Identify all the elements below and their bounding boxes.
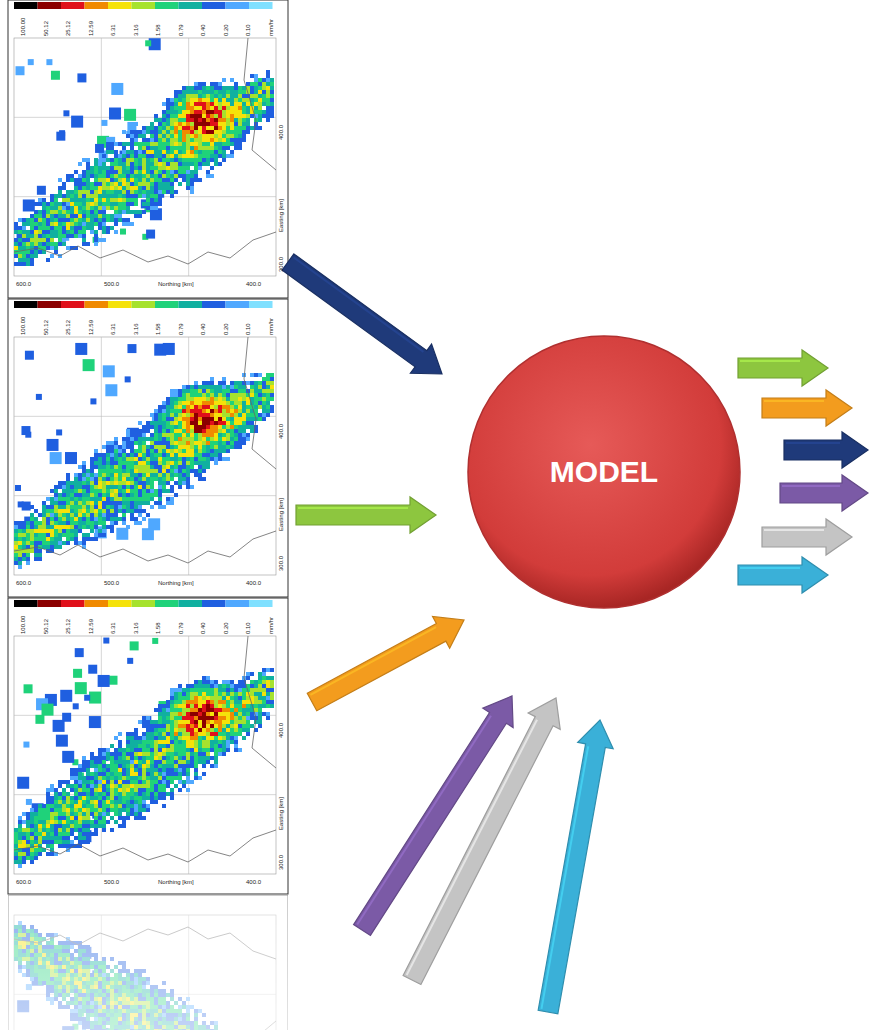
axis-label: 500.0 bbox=[104, 879, 119, 886]
axis-label: 400.0 bbox=[278, 723, 285, 738]
colorbar-value: 0.10 bbox=[245, 622, 252, 634]
colorbar-value: 1.58 bbox=[155, 24, 162, 36]
colorbar-value: 12.59 bbox=[88, 619, 95, 634]
node-label: MODEL bbox=[550, 455, 658, 489]
block-arrow bbox=[762, 519, 852, 555]
axis-label: 300.0 bbox=[278, 855, 285, 870]
colorbar-value: 25.12 bbox=[65, 21, 72, 36]
colorbar-value: 50.12 bbox=[43, 320, 50, 335]
axis-label: 400.0 bbox=[278, 125, 285, 140]
block-arrow bbox=[396, 690, 572, 988]
colorbar-value: 3.16 bbox=[133, 323, 140, 335]
axis-label: 500.0 bbox=[104, 580, 119, 587]
colorbar-value: 25.12 bbox=[65, 320, 72, 335]
axis-label: 400.0 bbox=[246, 580, 261, 587]
axis-label: Easting [km] bbox=[278, 797, 285, 830]
block-arrow bbox=[738, 350, 828, 386]
axis-label: 600.0 bbox=[16, 580, 31, 587]
colorbar-value: 0.10 bbox=[245, 24, 252, 36]
colorbar-value: 0.20 bbox=[223, 24, 230, 36]
radar-image bbox=[8, 299, 288, 597]
colorbar-value: 0.20 bbox=[223, 622, 230, 634]
block-arrow bbox=[780, 475, 868, 511]
colorbar-value: 100.00 bbox=[20, 317, 27, 335]
axis-label: 600.0 bbox=[16, 879, 31, 886]
axis-label: Easting [km] bbox=[278, 199, 285, 232]
colorbar-value: 1.58 bbox=[155, 323, 162, 335]
colorbar-value: 1.58 bbox=[155, 622, 162, 634]
colorbar-value: 3.16 bbox=[133, 24, 140, 36]
axis-label: 300.0 bbox=[278, 257, 285, 272]
axis-label: 400.0 bbox=[246, 879, 261, 886]
colorbar-value: 0.40 bbox=[200, 323, 207, 335]
axis-label: 300.0 bbox=[278, 556, 285, 571]
block-arrow bbox=[738, 557, 828, 593]
axis-label: 500.0 bbox=[104, 281, 119, 288]
colorbar-value: 100.00 bbox=[20, 616, 27, 634]
colorbar-value: 100.00 bbox=[20, 18, 27, 36]
block-arrow bbox=[296, 497, 436, 533]
colorbar-value: 12.59 bbox=[88, 21, 95, 36]
colorbar-value: 50.12 bbox=[43, 21, 50, 36]
colorbar-value: 0.40 bbox=[200, 622, 207, 634]
colorbar-value: 0.79 bbox=[178, 622, 185, 634]
colorbar-value: 0.40 bbox=[200, 24, 207, 36]
radar-image bbox=[8, 598, 288, 894]
colorbar-value: 0.79 bbox=[178, 24, 185, 36]
block-arrow bbox=[303, 604, 472, 718]
axis-label: Northing [km] bbox=[158, 879, 194, 886]
block-arrow bbox=[277, 247, 452, 388]
colorbar-value: 6.31 bbox=[110, 24, 117, 36]
radar-reflection bbox=[8, 895, 288, 1030]
model-circle: MODEL bbox=[466, 334, 742, 610]
axis-label: 600.0 bbox=[16, 281, 31, 288]
colorbar-value: mm/hr bbox=[268, 617, 275, 634]
colorbar-value: mm/hr bbox=[268, 318, 275, 335]
axis-label: Northing [km] bbox=[158, 281, 194, 288]
axis-label: 400.0 bbox=[246, 281, 261, 288]
block-arrow bbox=[762, 390, 852, 426]
colorbar-value: 0.79 bbox=[178, 323, 185, 335]
axis-label: Northing [km] bbox=[158, 580, 194, 587]
colorbar-value: 3.16 bbox=[133, 622, 140, 634]
colorbar-value: 12.59 bbox=[88, 320, 95, 335]
block-arrow bbox=[784, 432, 868, 468]
axis-label: Easting [km] bbox=[278, 498, 285, 531]
colorbar-value: 6.31 bbox=[110, 323, 117, 335]
block-arrow bbox=[530, 717, 617, 1015]
colorbar-value: 25.12 bbox=[65, 619, 72, 634]
colorbar-value: mm/hr bbox=[268, 19, 275, 36]
colorbar-value: 50.12 bbox=[43, 619, 50, 634]
colorbar-value: 0.20 bbox=[223, 323, 230, 335]
colorbar-value: 6.31 bbox=[110, 622, 117, 634]
radar-image bbox=[8, 0, 288, 298]
axis-label: 400.0 bbox=[278, 424, 285, 439]
colorbar-value: 0.10 bbox=[245, 323, 252, 335]
